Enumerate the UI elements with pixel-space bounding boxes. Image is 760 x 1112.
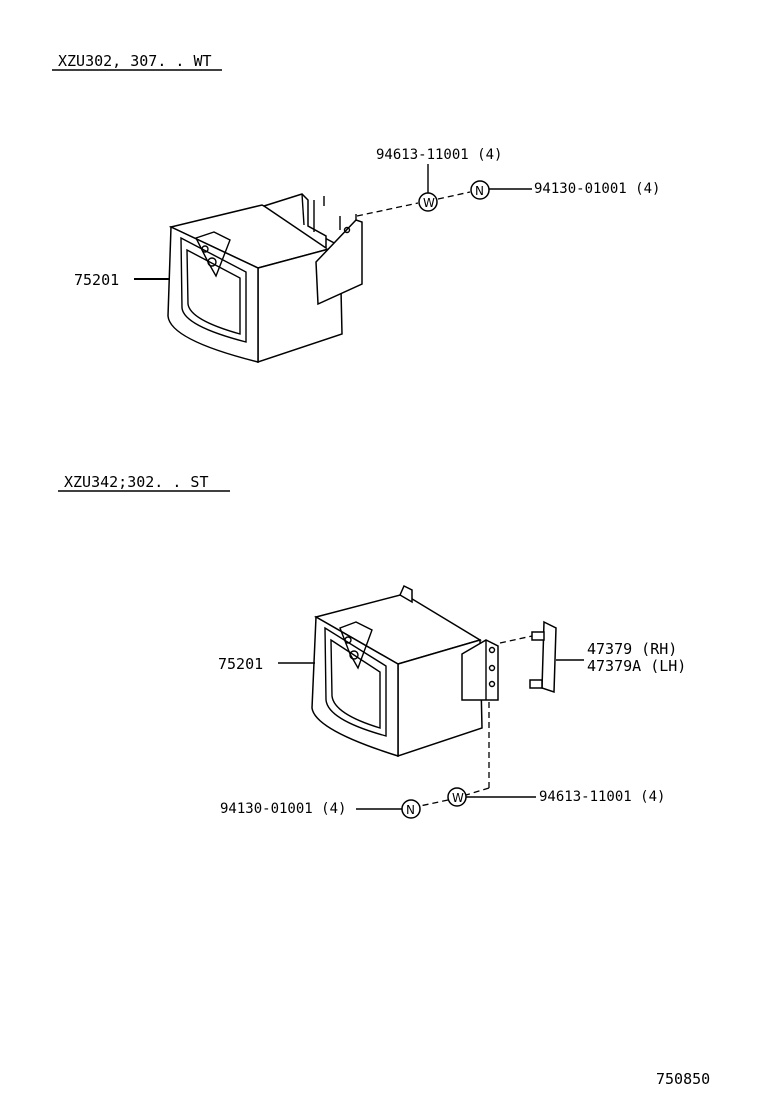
part-number-washer: 94613-11001 (4) — [376, 147, 502, 163]
mudflap-box-assembly — [278, 584, 499, 758]
part-number-bracket-lh: 47379A (LH) — [587, 657, 686, 675]
figure-number: 750850 — [656, 1070, 710, 1088]
part-number-75201: 75201 — [218, 655, 263, 673]
bracket-part — [529, 620, 584, 694]
mudflap-box-assembly — [134, 193, 363, 364]
svg-text:N: N — [406, 803, 415, 817]
fastener-path — [356, 202, 419, 217]
section-st: XZU342;302. . ST 75 — [58, 473, 686, 819]
svg-text:N: N — [475, 184, 484, 198]
part-number-washer: 94613-11001 (4) — [539, 789, 665, 805]
washer-symbol: W — [447, 787, 467, 807]
svg-text:W: W — [423, 196, 435, 210]
washer-symbol: W — [418, 192, 438, 212]
part-number-nut: 94130-01001 (4) — [220, 801, 346, 817]
variant-label-st: XZU342;302. . ST — [64, 473, 209, 491]
part-number-nut: 94130-01001 (4) — [534, 181, 660, 197]
nut-symbol: N — [470, 180, 490, 200]
section-wt: XZU302, 307. . WT — [52, 52, 660, 364]
part-number-bracket-rh: 47379 (RH) — [587, 640, 677, 658]
svg-text:W: W — [452, 791, 464, 805]
nut-symbol: N — [401, 799, 421, 819]
part-number-75201: 75201 — [74, 271, 119, 289]
variant-label-wt: XZU302, 307. . WT — [58, 52, 212, 70]
